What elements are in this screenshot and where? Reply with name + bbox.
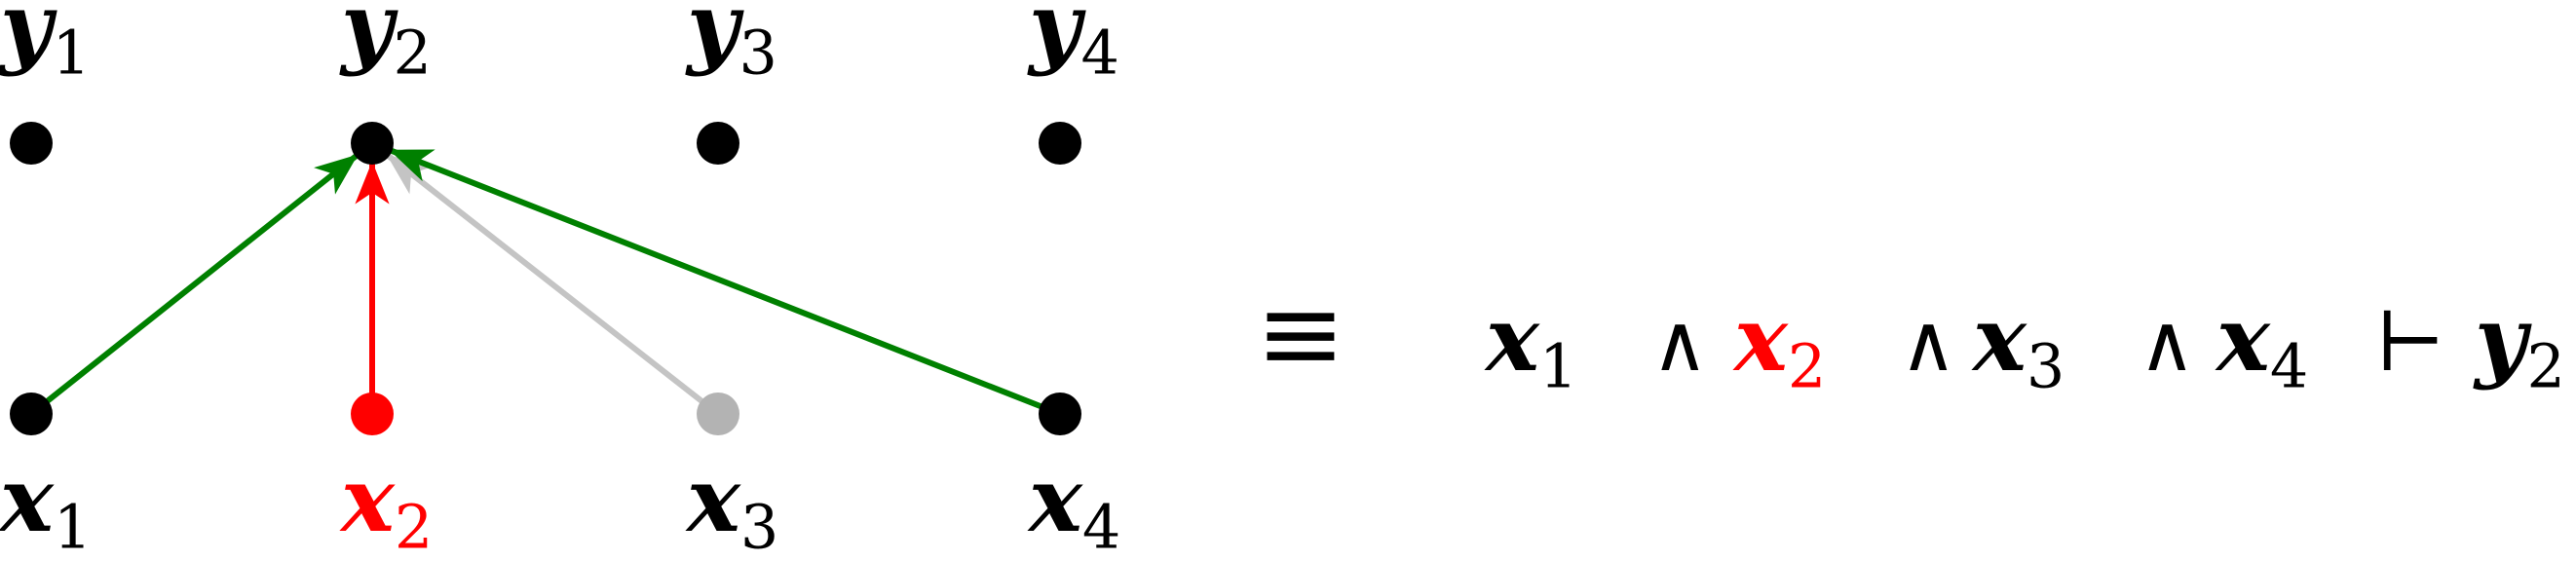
formula-term-x1: x1 — [1484, 286, 1577, 401]
label-y3: y3 — [685, 0, 777, 88]
and-symbol: ∧ — [1900, 298, 1957, 389]
turnstile-symbol: ⊢ — [2375, 294, 2445, 390]
edge-x3-to-y2 — [385, 152, 720, 417]
edge-x1-to-y2 — [29, 153, 360, 417]
formula: x1∧x2∧x3∧x4⊢y2 — [1484, 286, 2565, 401]
node-labels: y1 y2 y3 y4 x1 x2 x3 x4 — [0, 0, 1120, 561]
node-x2 — [351, 393, 394, 435]
node-x3 — [697, 393, 739, 435]
and-symbol: ∧ — [2139, 298, 2196, 389]
node-y1 — [10, 122, 53, 165]
node-x1 — [10, 393, 53, 435]
label-y1: y1 — [0, 0, 91, 88]
node-x4 — [1039, 393, 1081, 435]
nodes — [10, 122, 1081, 435]
label-x1: x1 — [0, 447, 92, 561]
node-y2 — [351, 122, 394, 165]
equivalence-symbol: ≡ — [1256, 271, 1345, 395]
and-symbol: ∧ — [1651, 298, 1709, 389]
formula-term-x2: x2 — [1732, 286, 1826, 401]
edges — [29, 147, 1062, 417]
node-y3 — [697, 122, 739, 165]
label-y4: y4 — [1027, 0, 1119, 88]
formula-term-x4: x4 — [2215, 286, 2308, 401]
formula-conclusion-y2: y2 — [2473, 286, 2565, 401]
node-y4 — [1039, 122, 1081, 165]
label-x4: x4 — [1027, 447, 1120, 561]
label-y2: y2 — [339, 0, 432, 88]
formula-term-x3: x3 — [1971, 286, 2065, 401]
edge-x4-to-y2 — [389, 147, 1062, 417]
label-x3: x3 — [685, 447, 778, 561]
label-x2: x2 — [339, 447, 433, 561]
